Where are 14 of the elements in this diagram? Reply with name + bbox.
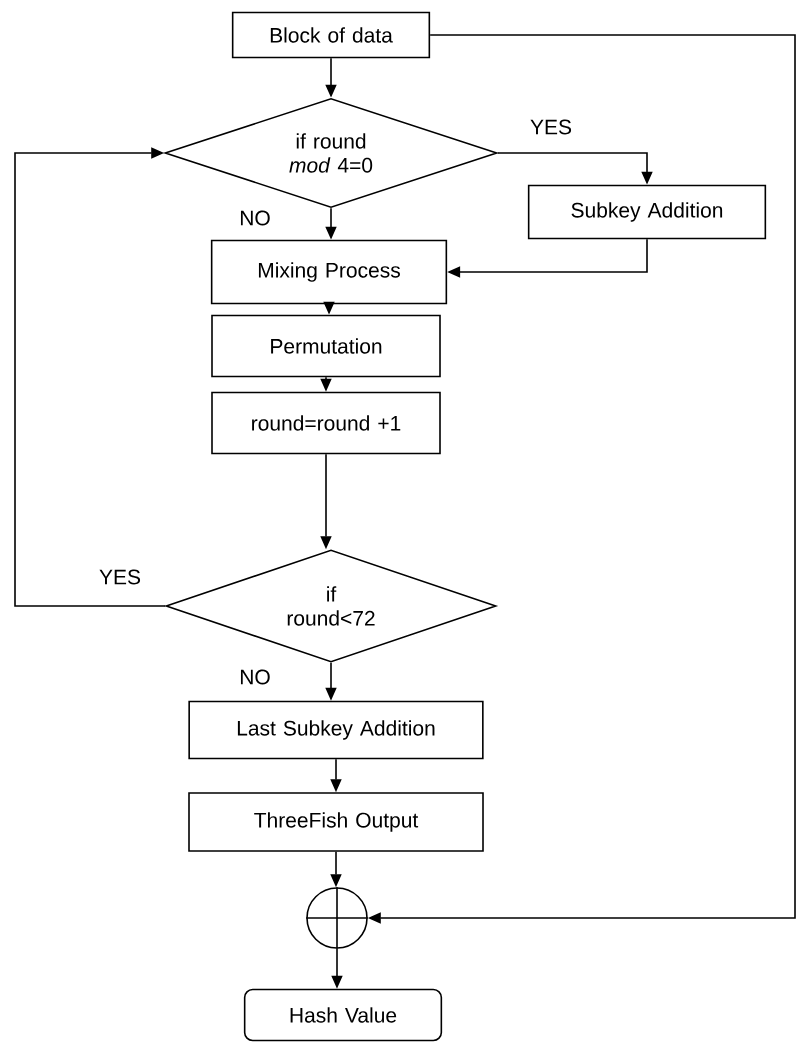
process-box: ThreeFish Output — [188, 792, 484, 852]
process-box: Permutation — [211, 314, 441, 378]
process-box: Subkey Addition — [527, 184, 767, 240]
xor-symbol — [305, 886, 369, 950]
process-box: Block of data — [231, 11, 431, 59]
edge-label: YES — [530, 119, 572, 135]
arrow — [14, 147, 166, 607]
process-box: Mixing Process — [210, 239, 448, 305]
process-box: round=round +1 — [211, 391, 441, 455]
edge-label: NO — [241, 669, 270, 685]
edge-label: YES — [99, 569, 141, 585]
edge-label: NO — [241, 210, 270, 226]
process-box: Last Subkey Addition — [188, 700, 484, 760]
terminal-box: Hash Value — [243, 988, 443, 1042]
